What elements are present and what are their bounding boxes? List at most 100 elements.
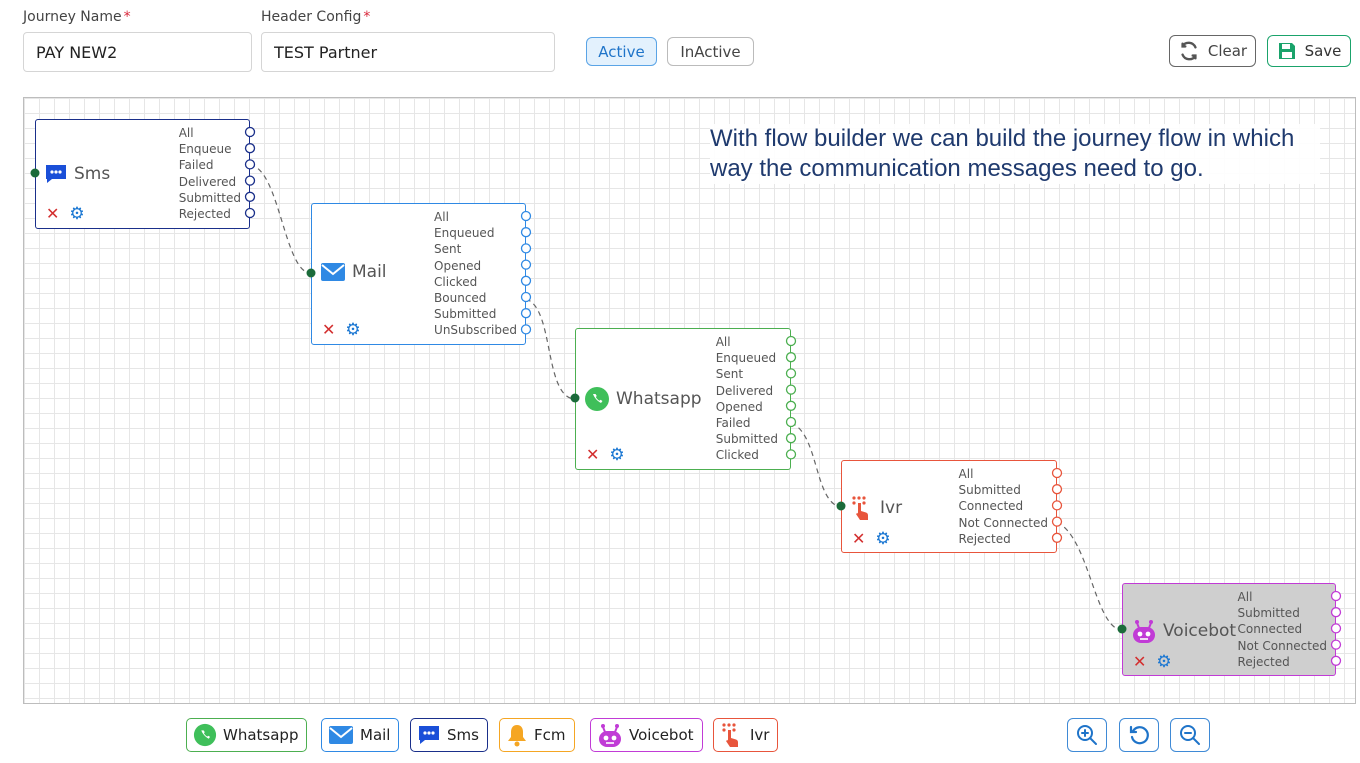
connection-ivr-voicebot [1056, 521, 1121, 631]
input-port[interactable] [570, 393, 580, 403]
sms-icon [417, 723, 441, 747]
output-port[interactable] [244, 126, 256, 138]
zoom-out-button[interactable] [1170, 718, 1210, 752]
output-port[interactable] [520, 259, 532, 270]
output-port[interactable] [785, 449, 797, 460]
node-mail[interactable]: Mail All Enqueued Sent Opened Clicked Bo… [311, 203, 526, 345]
connection-mail-whatsapp [525, 298, 574, 400]
node-ivr[interactable]: Ivr All Submitted Connected Not Connecte… [841, 460, 1057, 553]
output-list: All Submitted Connected Not Connected Re… [1238, 589, 1327, 670]
output-list: All Enqueue Failed Delivered Submitted R… [179, 125, 241, 222]
output-label: Submitted [958, 483, 1021, 498]
output-port[interactable] [785, 368, 797, 379]
connection-sms-mail [249, 164, 310, 274]
output-port[interactable] [520, 291, 532, 303]
output-port[interactable] [520, 243, 532, 254]
output-port[interactable] [520, 210, 532, 222]
ivr-touch-icon [720, 722, 744, 748]
input-port[interactable] [1117, 624, 1127, 634]
journey-name-input[interactable] [23, 32, 252, 72]
delete-node-icon[interactable]: ✕ [586, 445, 600, 464]
output-port[interactable] [244, 191, 256, 202]
delete-node-icon[interactable]: ✕ [852, 529, 866, 548]
palette-mail-button[interactable]: Mail [321, 718, 400, 752]
journey-name-label: Journey Name* [23, 9, 131, 25]
gear-icon[interactable]: ⚙ [609, 445, 625, 465]
flow-canvas[interactable]: With flow builder we can build the journ… [23, 97, 1356, 704]
output-port[interactable] [520, 324, 532, 335]
output-label: UnSubscribed [434, 323, 517, 338]
output-label: Connected [958, 499, 1024, 514]
zoom-in-button[interactable] [1067, 718, 1107, 752]
output-label: All [958, 467, 974, 481]
output-port[interactable] [785, 384, 797, 395]
gear-icon[interactable]: ⚙ [345, 320, 361, 340]
palette-fcm-button[interactable]: Fcm [499, 718, 575, 752]
output-port[interactable] [520, 227, 532, 238]
node-ports[interactable] [24, 98, 1356, 704]
node-whatsapp[interactable]: Whatsapp All Enqueued Sent Delivered Ope… [575, 328, 791, 470]
output-port[interactable] [244, 175, 256, 186]
gear-icon[interactable]: ⚙ [875, 529, 891, 549]
ivr-touch-icon [850, 495, 874, 521]
output-port[interactable] [785, 433, 797, 444]
output-label: Enqueue [178, 142, 232, 157]
output-label: All [1237, 590, 1253, 604]
floppy-disk-icon [1277, 41, 1297, 61]
delete-node-icon[interactable]: ✕ [1133, 652, 1147, 671]
gear-icon[interactable]: ⚙ [1156, 652, 1172, 672]
output-label: Failed [178, 158, 214, 173]
robot-icon [1131, 618, 1157, 644]
output-port[interactable] [1051, 484, 1063, 495]
gear-icon[interactable]: ⚙ [69, 204, 85, 224]
output-port[interactable] [1051, 500, 1063, 511]
output-label: Bounced [434, 291, 487, 306]
output-port[interactable] [520, 275, 532, 286]
node-sms[interactable]: Sms All Enqueue Failed Delivered Submitt… [35, 119, 250, 229]
output-port[interactable] [244, 159, 256, 170]
palette-voicebot-button[interactable]: Voicebot [590, 718, 703, 752]
output-label: Not Connected [958, 515, 1048, 530]
whatsapp-icon [584, 386, 610, 412]
output-label: Rejected [958, 531, 1011, 546]
input-port[interactable] [30, 168, 40, 178]
delete-node-icon[interactable]: ✕ [322, 320, 336, 339]
save-button[interactable]: Save [1267, 35, 1351, 67]
output-port[interactable] [785, 335, 797, 347]
output-port[interactable] [785, 416, 797, 428]
output-port[interactable] [1330, 607, 1342, 618]
node-title: Ivr [850, 495, 902, 521]
input-port[interactable] [836, 501, 846, 511]
output-port[interactable] [1051, 467, 1063, 479]
whatsapp-icon [193, 723, 217, 747]
sms-icon [44, 162, 68, 186]
output-port[interactable] [785, 400, 797, 411]
output-port[interactable] [1051, 532, 1063, 543]
clear-button[interactable]: Clear [1169, 35, 1256, 67]
output-label: Sent [715, 367, 744, 382]
output-port[interactable] [785, 352, 797, 363]
delete-node-icon[interactable]: ✕ [46, 204, 60, 223]
zoom-out-icon [1179, 724, 1201, 746]
mail-icon [320, 262, 346, 282]
output-port[interactable] [244, 207, 256, 219]
output-port[interactable] [1330, 639, 1342, 650]
output-port[interactable] [244, 143, 256, 154]
output-port[interactable] [520, 308, 532, 319]
zoom-reset-button[interactable] [1119, 718, 1159, 752]
output-port[interactable] [1330, 590, 1342, 602]
output-label: All [434, 210, 449, 224]
palette-ivr-button[interactable]: Ivr [713, 718, 779, 752]
header-config-input[interactable] [261, 32, 555, 72]
output-port[interactable] [1330, 655, 1342, 666]
inactive-toggle-button[interactable]: InActive [667, 37, 754, 66]
active-toggle-button[interactable]: Active [586, 37, 657, 66]
reset-icon [1128, 724, 1150, 746]
palette-sms-button[interactable]: Sms [410, 718, 488, 752]
input-port[interactable] [306, 268, 316, 278]
output-label: Failed [715, 416, 751, 431]
palette-whatsapp-button[interactable]: Whatsapp [186, 718, 308, 752]
output-port[interactable] [1330, 623, 1342, 634]
bell-icon [506, 723, 528, 747]
output-port[interactable] [1051, 516, 1063, 527]
